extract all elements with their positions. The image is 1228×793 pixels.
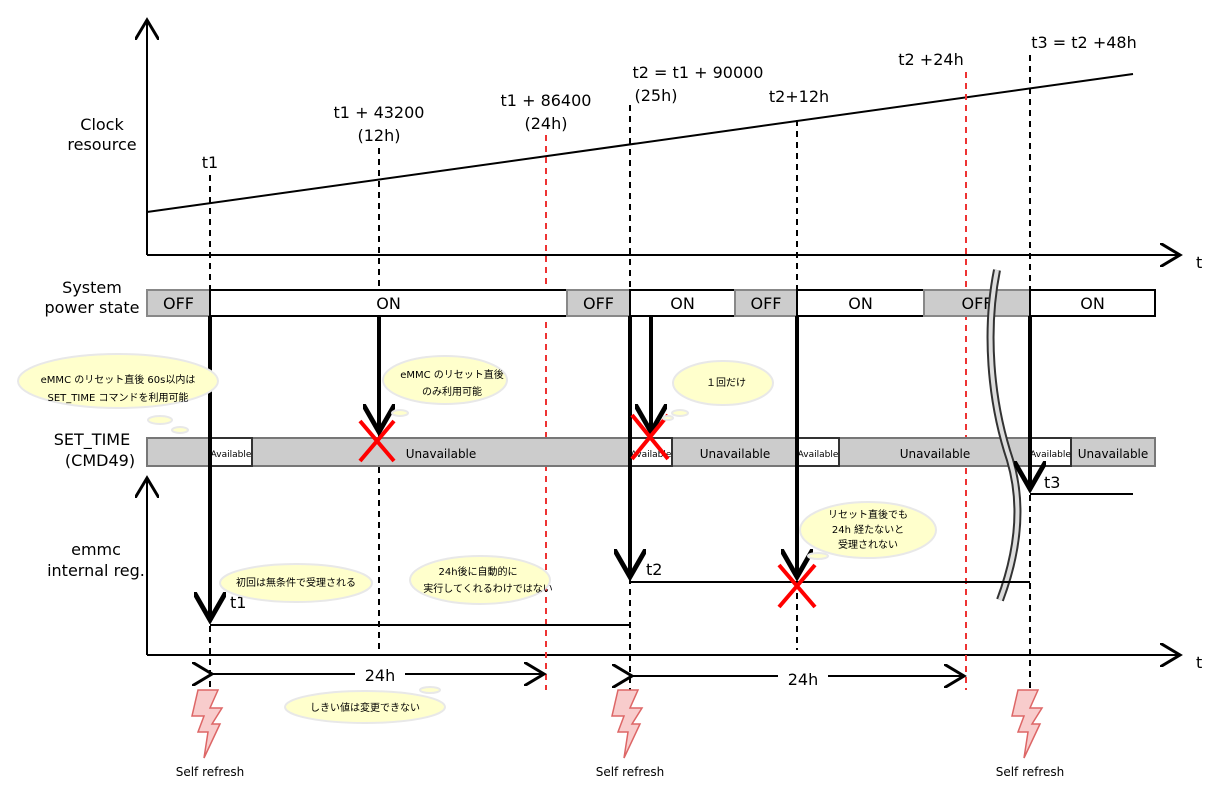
note-text: 24h 経たないと [832, 523, 904, 536]
row-label-set-time-1: SET_TIME [54, 430, 130, 450]
command-arrows [210, 316, 1030, 620]
note-cloud-5: 24h後に自動的に 実行してくれるわけではない [409, 555, 553, 605]
note-text: eMMC のリセット直後 60s以内は [41, 373, 196, 386]
reg-label-t1: t1 [230, 593, 246, 612]
reject-x-icon [777, 563, 817, 609]
reject-x-icon [358, 419, 396, 463]
note-text: 24h後に自動的に [438, 565, 517, 578]
power-state-row: OFF ON OFF ON OFF ON OFF ON [146, 289, 1156, 317]
marker-t1: t1 [202, 153, 218, 172]
power-segment-label: OFF [751, 294, 782, 313]
marker-t2-12h: t2+12h [769, 87, 829, 106]
marker-t1-12h-sub: (12h) [358, 126, 401, 145]
row-label-power-2: power state [44, 298, 139, 317]
state-unavailable: Unavailable [700, 447, 771, 461]
note-cloud-2: eMMC のリセット直後 のみ利用可能 [382, 355, 508, 417]
self-refresh-label: Self refresh [176, 765, 245, 779]
note-text: 受理されない [838, 539, 898, 551]
row-label-clock-2: resource [67, 135, 136, 154]
state-available: Available [211, 450, 252, 460]
reject-x-icon [630, 413, 670, 461]
marker-t2: t2 = t1 + 90000 [633, 63, 764, 82]
note-cloud-4: 初回は無条件で受理される [219, 563, 373, 603]
note-text: のみ利用可能 [422, 385, 482, 398]
span-label-1: 24h [365, 666, 396, 685]
note-cloud-3: １回だけ [662, 360, 774, 421]
row-label-power-1: System [62, 278, 122, 297]
marker-t1-24h: t1 + 86400 [501, 91, 592, 110]
available-window [796, 437, 840, 467]
note-cloud-1: eMMC のリセット直後 60s以内は SET_TIME コマンドを利用可能 [17, 353, 219, 434]
clock-axis: t [147, 20, 1202, 272]
marker-t2-24h: t2 +24h [898, 50, 963, 69]
power-segment-label: ON [670, 294, 695, 313]
row-label-reg-1: emmc [71, 540, 121, 559]
register-lines [210, 493, 1133, 626]
marker-t1-12h: t1 + 43200 [334, 103, 425, 122]
marker-t3: t3 = t2 +48h [1031, 33, 1136, 52]
power-segment-label: ON [1080, 294, 1105, 313]
row-label-clock-1: Clock [80, 115, 124, 134]
state-unavailable: Unavailable [900, 447, 971, 461]
state-unavailable: Unavailable [406, 447, 477, 461]
lightning-icon [1011, 689, 1044, 759]
clock-line [146, 73, 1134, 213]
lightning-icon [191, 689, 224, 759]
state-available: Available [798, 450, 839, 460]
span-label-2: 24h [788, 670, 819, 689]
row-label-set-time-2: (CMD49) [65, 451, 135, 470]
reg-label-t3: t3 [1044, 473, 1060, 492]
power-segment-off [146, 289, 211, 317]
note-text: eMMC のリセット直後 [400, 368, 504, 381]
state-available: Available [1030, 450, 1071, 460]
notes: eMMC のリセット直後 60s以内は SET_TIME コマンドを利用可能 e… [17, 353, 937, 724]
power-segment-label: OFF [163, 294, 194, 313]
row-label-reg-2: internal reg. [47, 561, 145, 580]
note-text: SET_TIME コマンドを利用可能 [48, 391, 189, 404]
self-refresh-label: Self refresh [996, 765, 1065, 779]
power-segment-off [923, 289, 1031, 317]
self-refresh-label: Self refresh [596, 765, 665, 779]
t-axis-label: t [1196, 253, 1202, 272]
note-cloud-6: リセット直後でも 24h 経たないと 受理されない [799, 501, 937, 560]
note-text: １回だけ [706, 377, 746, 389]
note-text: しきい値は変更できない [310, 701, 420, 714]
state-unavailable: Unavailable [1078, 447, 1149, 461]
reg-axis: t [147, 478, 1202, 672]
lightning-icon [611, 689, 644, 759]
rejected-marks [358, 413, 817, 609]
note-text: 初回は無条件で受理される [236, 576, 356, 589]
note-text: リセット直後でも [828, 508, 908, 521]
set-time-row: Available Available Available Available Una… [146, 437, 1156, 467]
power-segment-on [1029, 289, 1156, 317]
note-cloud-7: しきい値は変更できない [284, 686, 446, 724]
power-segment-label: ON [376, 294, 401, 313]
note-text: 実行してくれるわけではない [423, 582, 552, 595]
marker-t2-sub: (25h) [635, 86, 678, 105]
power-segment-label: OFF [583, 294, 614, 313]
power-segment-label: ON [848, 294, 873, 313]
reg-label-t2: t2 [646, 560, 662, 579]
marker-t1-24h-sub: (24h) [525, 114, 568, 133]
t-axis-label-2: t [1196, 653, 1202, 672]
state-available: Available [631, 450, 672, 460]
power-segment-label: OFF [962, 294, 993, 313]
